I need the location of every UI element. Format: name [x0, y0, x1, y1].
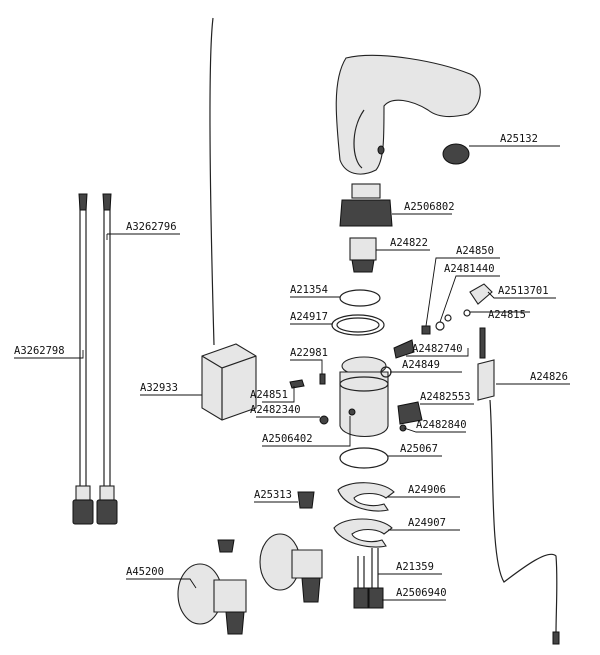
label-nipple: A2482740 [412, 343, 463, 355]
stud-right [371, 548, 379, 588]
hose-left-tube [79, 196, 87, 486]
label-seal-ring: A24849 [402, 359, 440, 371]
clamp-upper-part [337, 482, 395, 512]
label-cap: A25313 [254, 489, 292, 501]
sensor-housing [477, 359, 495, 401]
label-hose-right: A3262796 [126, 221, 177, 233]
label-gasket: A25067 [400, 443, 438, 455]
sensor-window [377, 145, 385, 155]
sensor-plug-part [469, 283, 493, 305]
label-screw-left: A22981 [290, 347, 328, 359]
leader-lines [14, 145, 570, 601]
angle-valve-left-body [213, 579, 247, 613]
label-valve-body: A2506402 [262, 433, 313, 445]
label-oring-small: A21354 [290, 284, 328, 296]
plate-part [397, 401, 423, 425]
nipple-part [393, 339, 415, 359]
label-clamp-lower: A24907 [408, 517, 446, 529]
valve-top-part [339, 183, 393, 227]
oring-large-part [331, 314, 385, 336]
hose-right-tube [103, 196, 111, 486]
valve-body-shell [339, 371, 389, 437]
label-sensor-cable: A24826 [530, 371, 568, 383]
studs-and-nuts [353, 548, 384, 609]
label-sensor-plug: A2513701 [498, 285, 549, 297]
sensor-cable-wire [489, 399, 558, 635]
hose-right-ferrule [99, 485, 115, 501]
sensor-cable-connector [552, 631, 560, 645]
control-box-wire [209, 17, 215, 346]
label-valve-top: A2506802 [404, 201, 455, 213]
cap-part [297, 491, 315, 509]
angle-valve-right-body [291, 549, 323, 579]
control-box-assembly [201, 17, 257, 421]
faucet-spout [335, 54, 481, 175]
angle-valve-right [259, 533, 323, 603]
hose-left-nut [72, 499, 94, 525]
control-box [201, 343, 257, 421]
pin-a-part [421, 325, 431, 335]
oring-large-inner [336, 317, 380, 333]
washer-right-part [463, 309, 471, 317]
label-nuts: A2506940 [396, 587, 447, 599]
label-washer-right: A24815 [488, 309, 526, 321]
angle-valve-left [177, 539, 247, 635]
nut-right [368, 587, 384, 609]
label-pin-a: A24850 [456, 245, 494, 257]
oring-small-part [339, 289, 381, 307]
angle-valve-left-handle [225, 611, 245, 635]
label-hose-left: A3262798 [14, 345, 65, 357]
screw-b-part [319, 415, 329, 425]
label-clamp-upper: A24906 [408, 484, 446, 496]
label-oring-large: A24917 [290, 311, 328, 323]
control-box-edges [201, 355, 257, 420]
cartridge-part [349, 237, 377, 273]
callout-labels: A3262798 A3262796 A32933 A25132 A2506802… [14, 133, 568, 599]
screw-a-part [289, 379, 305, 389]
label-plate: A2482553 [420, 391, 471, 403]
clamp-lower-part [333, 518, 393, 548]
hose-assembly [72, 193, 118, 525]
cartridge-thread [351, 259, 375, 273]
angle-valve-left-cap [217, 539, 235, 553]
hose-left-top-fitting [78, 193, 88, 211]
screw-left-part [319, 373, 326, 385]
gasket-part [339, 447, 389, 469]
label-cartridge: A24822 [390, 237, 428, 249]
label-screw-c: A2482840 [416, 419, 467, 431]
label-stud-bolts: A21359 [396, 561, 434, 573]
screw-c-part [399, 424, 407, 432]
cartridge-body [349, 237, 377, 261]
sensor-cable-probe [479, 327, 486, 359]
valve-top-nut [339, 199, 393, 227]
label-aerator: A25132 [500, 133, 538, 145]
valve-top-cap [351, 183, 381, 199]
spout-shadow-line [353, 109, 365, 169]
nut-left [353, 587, 369, 609]
aerator-part [442, 143, 470, 165]
washer-part [444, 314, 452, 322]
valve-body-groove [339, 376, 389, 392]
label-screw-a: A24851 [250, 389, 288, 401]
label-screw-b: A2482340 [250, 404, 301, 416]
sensor-cable-assembly [477, 327, 560, 645]
hose-right-nut [96, 499, 118, 525]
label-control-box: A32933 [140, 382, 178, 394]
angle-valve-right-handle [301, 577, 321, 603]
label-angle-valve: A45200 [126, 566, 164, 578]
valve-body-part [339, 356, 389, 437]
pin-b-part [435, 321, 445, 331]
hose-right-top-fitting [102, 193, 112, 211]
spout-body [335, 54, 481, 175]
hose-left-ferrule [75, 485, 91, 501]
label-pin-b: A2481440 [444, 263, 495, 275]
valve-body-hole [348, 408, 356, 416]
stud-left [357, 556, 365, 588]
